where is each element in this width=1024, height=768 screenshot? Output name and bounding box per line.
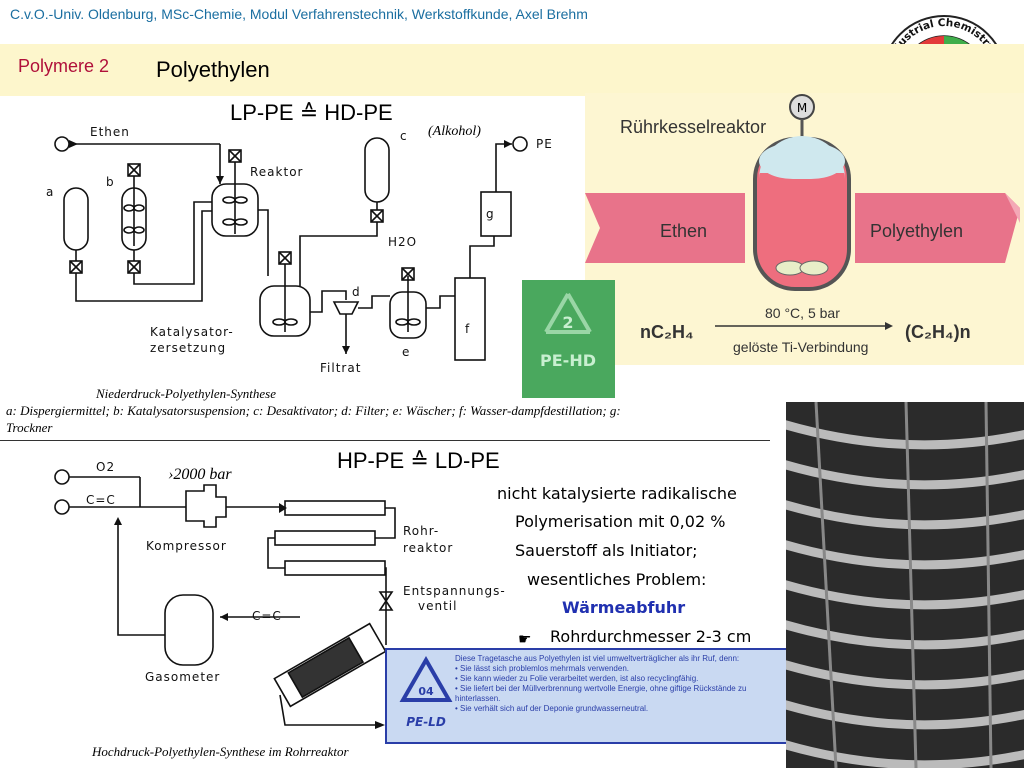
description-line-1: nicht katalysierte radikalische bbox=[497, 484, 737, 503]
recycling-hd-badge: 2 PE-HD bbox=[522, 280, 615, 398]
lp-caption: Niederdruck-Polyethylen-Synthese bbox=[96, 386, 276, 401]
recycling-hd-number: 2 bbox=[562, 313, 573, 332]
label-e: e bbox=[402, 345, 410, 359]
recycling-ld-number: 04 bbox=[418, 685, 434, 698]
section-label: Polymere 2 bbox=[18, 56, 110, 76]
header-text: C.v.O.-Univ. Oldenburg, MSc-Chemie, Modu… bbox=[10, 6, 588, 22]
description-line-4: wesentliches Problem: bbox=[527, 570, 707, 589]
label-f: f bbox=[465, 322, 470, 336]
bag-bullet: • Sie liefert bei der Müllverbrennung we… bbox=[455, 684, 747, 703]
description-line-3: Sauerstoff als Initiator; bbox=[515, 541, 698, 560]
reactor-illustration: M Rührkesselreaktor Ethen Polyethylen nC… bbox=[585, 94, 1020, 355]
description-line-2: Polymerisation mit 0,02 % bbox=[515, 512, 726, 531]
ethen-arrow-label: Ethen bbox=[660, 221, 707, 241]
bag-bullet: • Sie kann wieder zu Folie verarbeitet w… bbox=[455, 674, 699, 683]
hp-caption: Hochdruck-Polyethylen-Synthese im Rohrre… bbox=[92, 744, 349, 759]
entspannungsventil-label-1: Entspannungs- bbox=[403, 584, 506, 598]
alkohol-label: (Alkohol) bbox=[428, 124, 481, 139]
o2-label: O2 bbox=[96, 460, 115, 474]
title-band bbox=[0, 44, 1024, 96]
pe-label: PE bbox=[536, 137, 553, 151]
hp-flow-diagram: O2 C=C Kompressor Rohr- reaktor Entspann… bbox=[54, 460, 506, 729]
polyethylen-arrow-label: Polyethylen bbox=[870, 221, 963, 241]
reactor-title: Rührkesselreaktor bbox=[620, 117, 766, 137]
entspannungsventil-label-2: ventil bbox=[418, 599, 457, 613]
katalysator-label-1: Katalysator- bbox=[150, 325, 234, 339]
pressure-label: ›2000 bar bbox=[168, 466, 232, 483]
bag-bullet: • Sie verhält sich auf der Deponie grund… bbox=[455, 704, 649, 713]
pointing-hand-icon: ☛ bbox=[518, 630, 532, 648]
reaction-conditions-top: 80 °C, 5 bar bbox=[765, 305, 840, 321]
reaction-conditions-bottom: gelöste Ti-Verbindung bbox=[733, 339, 868, 355]
divider bbox=[0, 440, 770, 441]
recycling-ld-icon: 04 PE-LD bbox=[399, 655, 453, 729]
ethen-label: Ethen bbox=[90, 125, 130, 139]
reaktor-label: Reaktor bbox=[250, 165, 303, 179]
rohrreaktor-label-2: reaktor bbox=[403, 541, 453, 555]
bag-bullet: • Sie lässt sich problemlos mehrmals ver… bbox=[455, 664, 629, 673]
lp-flow-diagram: Ethen PE a b c Reaktor H2O d g f e Katal… bbox=[46, 125, 553, 375]
label-a: a bbox=[46, 185, 54, 199]
rohrreaktor-label-1: Rohr- bbox=[403, 524, 439, 538]
tube-diameter-note: Rohrdurchmesser 2-3 cm bbox=[550, 627, 752, 646]
filtrat-label: Filtrat bbox=[320, 361, 361, 375]
label-c: c bbox=[400, 129, 408, 143]
lp-process-panel bbox=[0, 96, 582, 438]
lp-legend: a: Dispergiermittel; b: Katalysatorsuspe… bbox=[6, 403, 621, 435]
gasometer-label: Gasometer bbox=[145, 670, 220, 684]
label-d: d bbox=[352, 285, 361, 299]
hp-title: HP-PE ≙ LD-PE bbox=[337, 448, 500, 473]
cc-return-label: C=C bbox=[252, 609, 282, 623]
kompressor-label: Kompressor bbox=[146, 539, 227, 553]
lp-title: LP-PE ≙ HD-PE bbox=[230, 100, 393, 125]
cc-inlet-label: C=C bbox=[86, 493, 116, 507]
katalysator-label-2: zersetzung bbox=[150, 341, 226, 355]
tube-reactor-photo bbox=[786, 402, 1024, 768]
product-formula: (C₂H₄)n bbox=[905, 322, 971, 342]
page-title: Polyethylen bbox=[156, 57, 270, 82]
motor-label: M bbox=[797, 101, 807, 115]
plastic-bag-panel: 04 PE-LD Diese Tragetasche aus Polyethyl… bbox=[385, 648, 789, 744]
recycling-hd-icon: 2 PE-HD bbox=[540, 292, 596, 370]
h2o-label: H2O bbox=[388, 235, 417, 249]
reactant-formula: nC₂H₄ bbox=[640, 322, 694, 342]
label-b: b bbox=[106, 175, 115, 189]
recycling-ld-code: PE-LD bbox=[406, 715, 446, 729]
label-g: g bbox=[486, 207, 495, 221]
bag-intro: Diese Tragetasche aus Polyethylen ist vi… bbox=[455, 654, 740, 663]
recycling-hd-code: PE-HD bbox=[540, 351, 596, 370]
problem-highlight: Wärmeabfuhr bbox=[562, 598, 686, 617]
